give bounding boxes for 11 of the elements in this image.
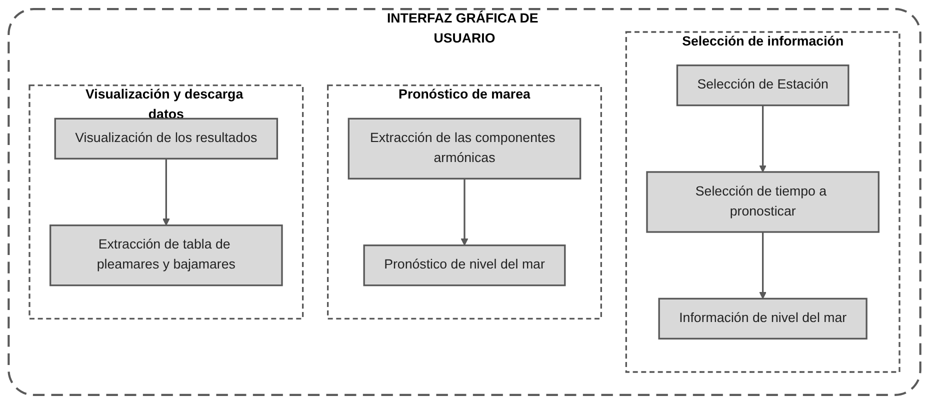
node-box: Extracción de tabla de pleamares y bajamares <box>50 224 283 286</box>
arrow <box>759 232 766 299</box>
node-box: Selección de tiempo a pronosticar <box>646 171 880 233</box>
arrow <box>759 105 766 172</box>
arrow <box>162 158 170 226</box>
node-box: Pronóstico de nivel del mar <box>363 244 566 286</box>
node-box: Información de nivel del mar <box>658 298 868 340</box>
arrow <box>460 178 468 246</box>
node-box: Selección de Estación <box>676 64 850 106</box>
node-box: Extracción de las componentes armónicas <box>348 118 582 180</box>
node-box: Visualización de los resultados <box>54 118 278 160</box>
